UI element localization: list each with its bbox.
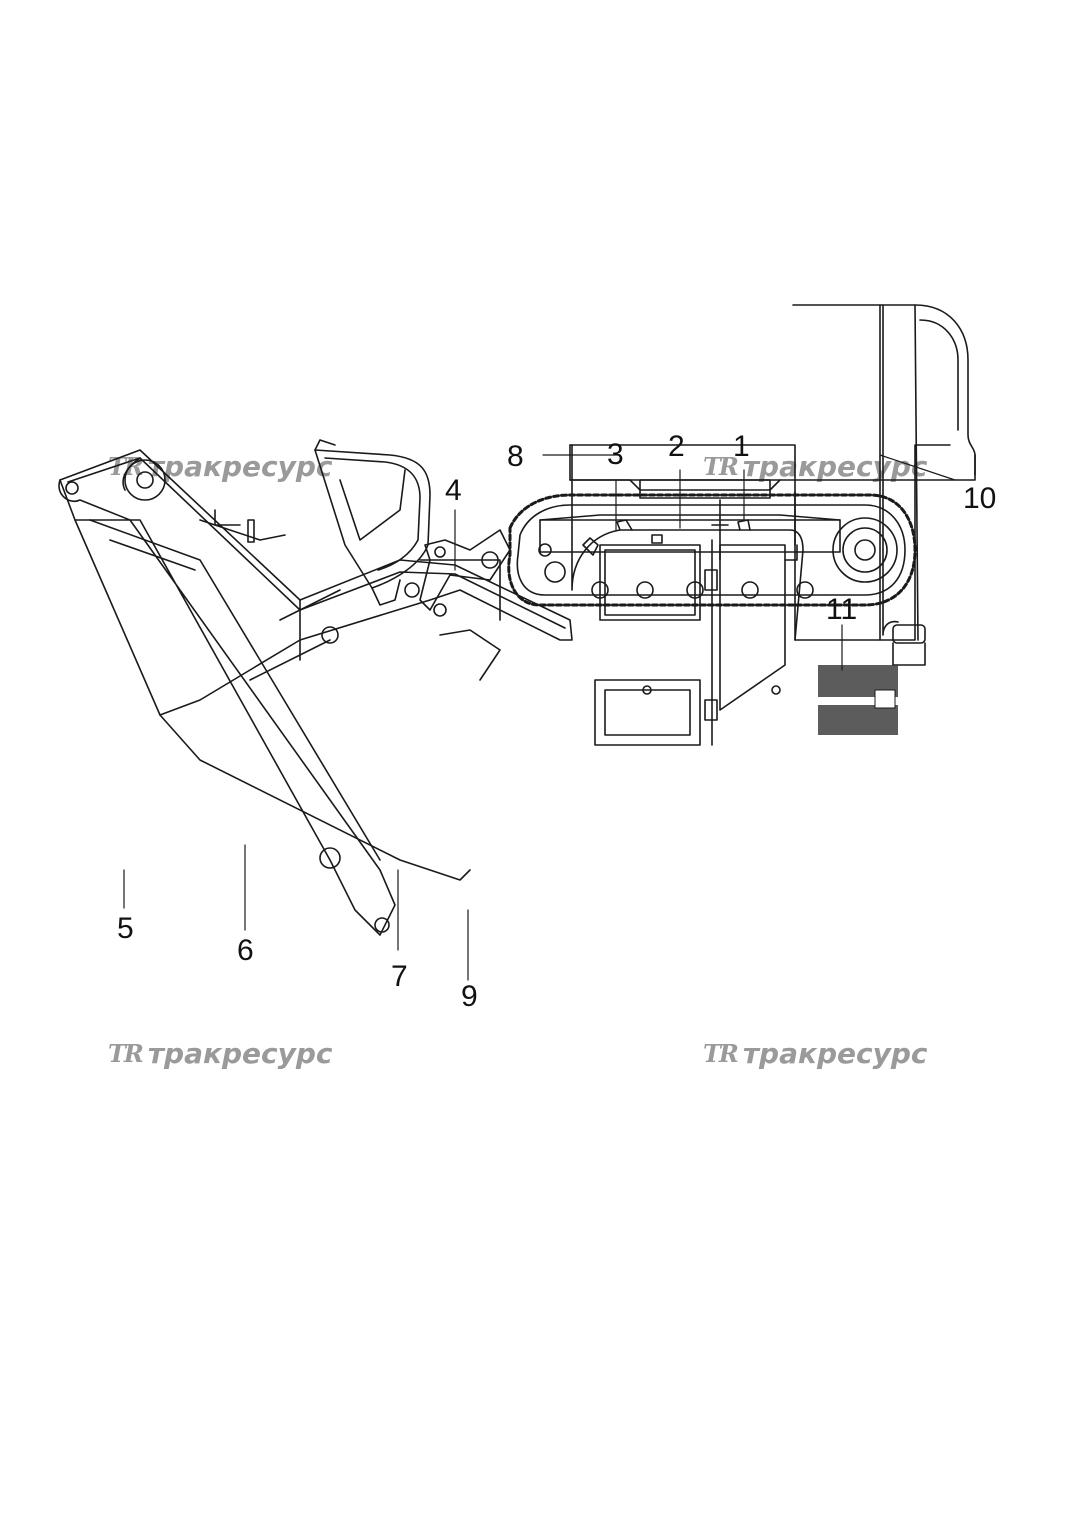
callout-5: 5	[117, 912, 134, 945]
watermark-text: тракресурс	[742, 450, 928, 483]
leader-lines	[123, 454, 956, 981]
callout-2: 2	[668, 430, 685, 463]
watermark-text: тракресурс	[742, 1037, 928, 1070]
watermark-bottom-right: TR тракресурс	[703, 1037, 928, 1070]
callout-10: 10	[963, 482, 997, 515]
watermark-logo: TR	[108, 1039, 144, 1068]
engine-grille	[818, 665, 898, 735]
callout-11: 11	[826, 593, 858, 626]
callout-9: 9	[461, 980, 478, 1013]
callout-3: 3	[607, 438, 624, 471]
watermark-top-left: TR тракресурс	[108, 450, 333, 483]
boom	[59, 449, 573, 881]
cab	[571, 444, 804, 746]
watermark-top-right: TR тракресурс	[703, 450, 928, 483]
upper-structure	[569, 304, 976, 666]
dozer-blade	[419, 529, 511, 611]
callout-4: 4	[445, 474, 462, 507]
callout-6: 6	[237, 934, 254, 967]
watermark-text: тракресурс	[147, 450, 333, 483]
watermark-bottom-left: TR тракресурс	[108, 1037, 333, 1070]
undercarriage	[507, 493, 917, 607]
callout-1: 1	[733, 430, 750, 463]
watermark-logo: TR	[703, 1039, 739, 1068]
watermark-text: тракресурс	[147, 1037, 333, 1070]
watermark-logo: TR	[703, 452, 739, 481]
callout-7: 7	[391, 960, 408, 993]
callout-8: 8	[507, 440, 524, 473]
arm	[58, 479, 396, 936]
bucket	[314, 439, 431, 606]
